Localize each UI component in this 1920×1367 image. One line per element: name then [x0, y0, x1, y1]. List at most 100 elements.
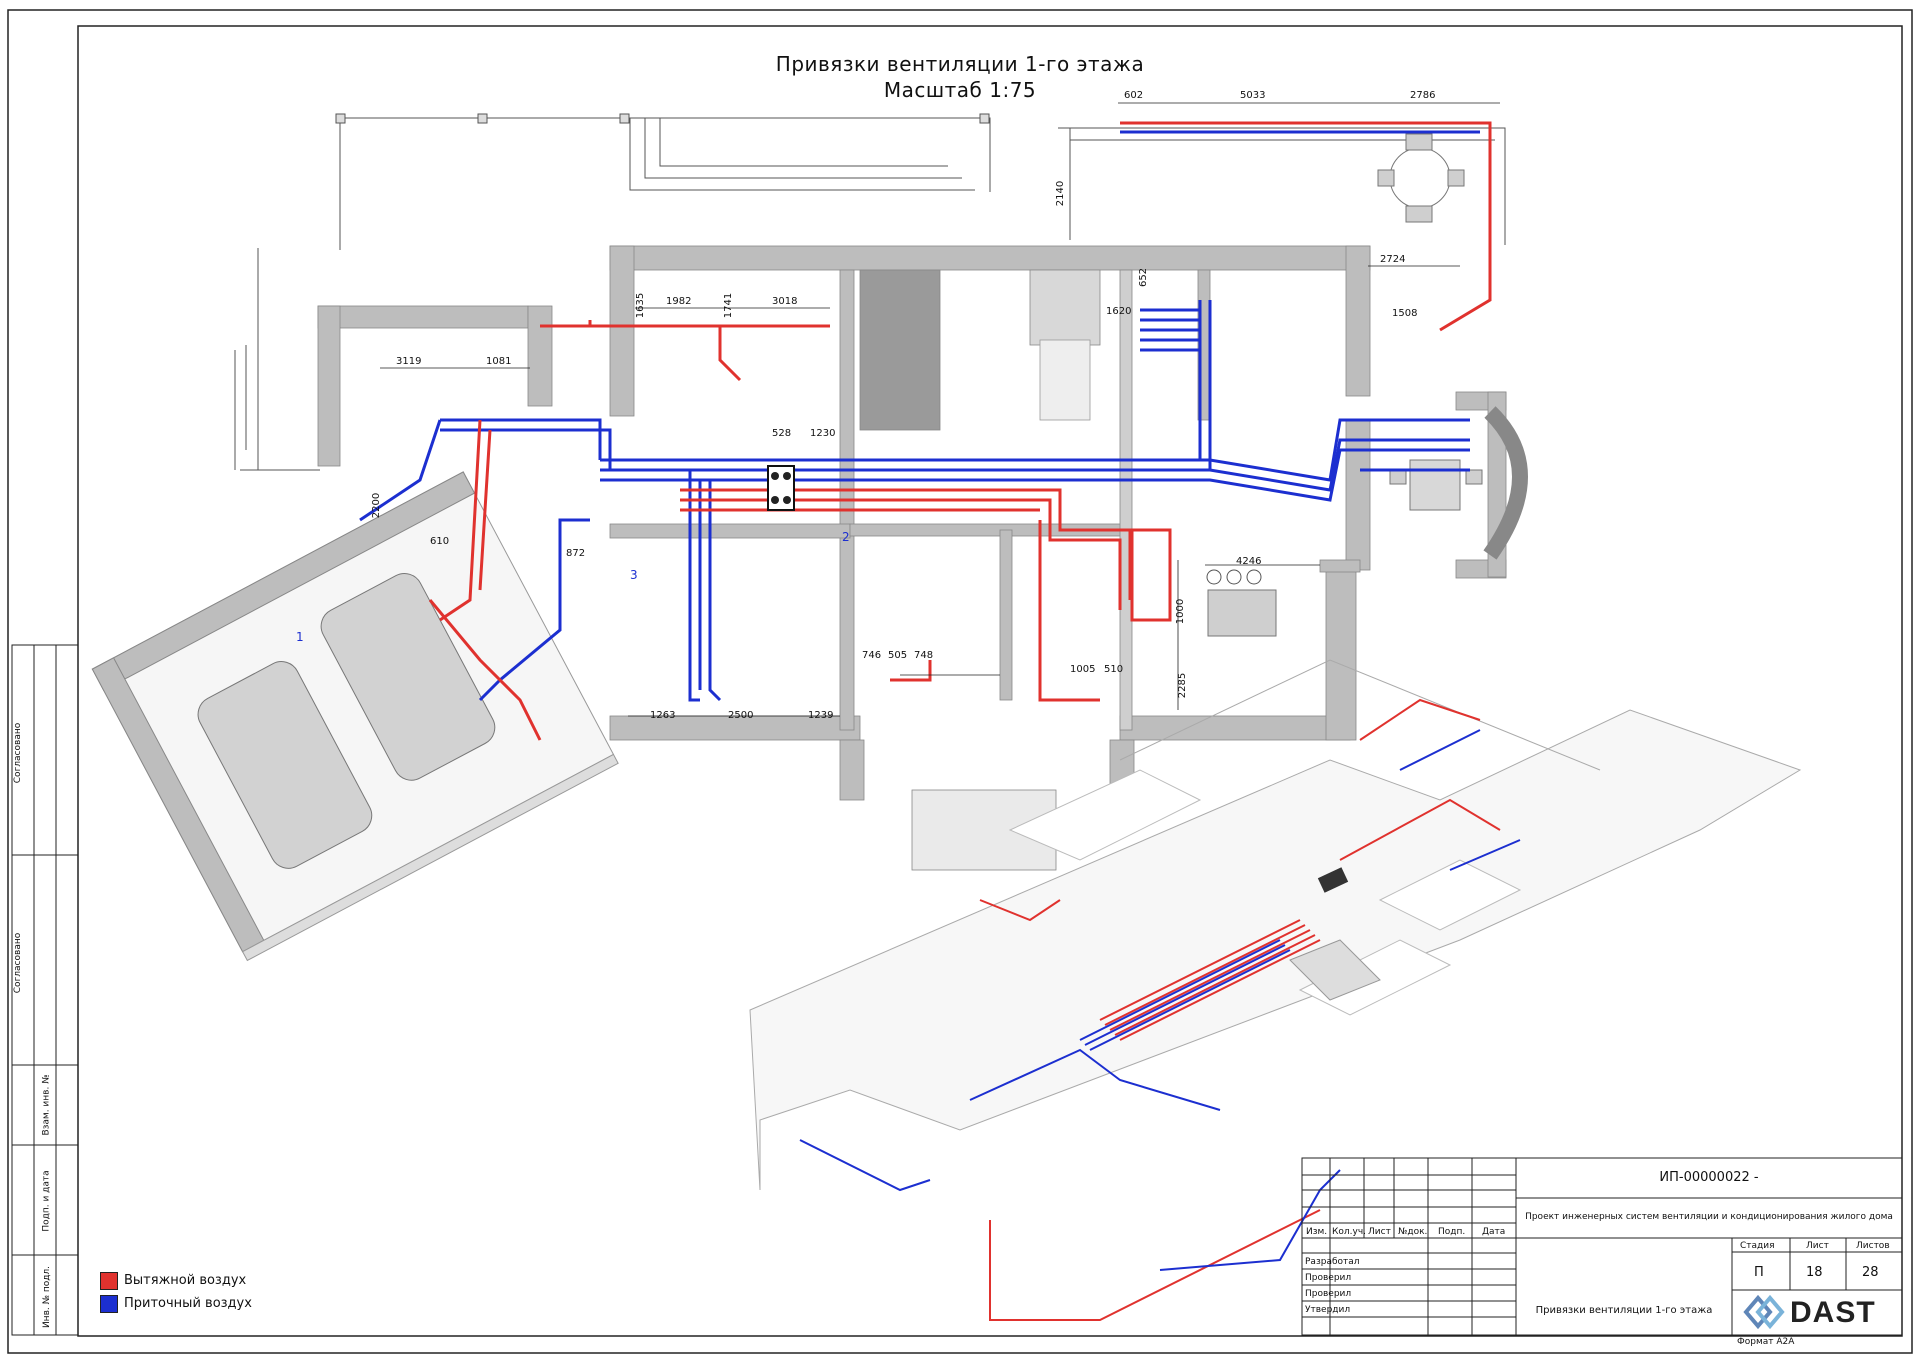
car [197, 661, 373, 869]
dim-label: 4246 [1236, 556, 1262, 567]
exhaust-kitchen [1038, 520, 1100, 702]
wall [1119, 269, 1133, 731]
tb-header-izm: Изм. [1306, 1227, 1328, 1237]
iso-exhaust [1099, 919, 1321, 1041]
tb-header-list: Лист [1368, 1227, 1391, 1237]
dim-label: 746 [862, 650, 882, 661]
project-name: Проект инженерных систем вентиляции и ко… [1525, 1212, 1893, 1222]
dim-label: 1982 [666, 296, 692, 307]
dim-label: 652 [1138, 267, 1150, 288]
iso-room [1378, 859, 1522, 931]
wall [609, 523, 851, 539]
ventilation-unit [767, 465, 795, 511]
dast-logo-icon [1743, 1294, 1785, 1330]
stair-block [1029, 269, 1101, 346]
iso-exhaust-long [989, 1209, 1321, 1321]
porch-outline [234, 248, 320, 471]
exhaust-red-box [1130, 528, 1172, 622]
doc-code: ИП-00000022 - [1659, 1170, 1759, 1185]
iso-stairs [1289, 939, 1381, 1001]
supply-main [600, 418, 1470, 482]
dim-label: 1620 [1106, 306, 1132, 317]
axis-mark: 3 [630, 568, 638, 582]
wall [1319, 559, 1361, 573]
tb-role: Разработал [1305, 1257, 1360, 1267]
dim-label: 1635 [635, 292, 647, 319]
supply-ducts [359, 300, 1470, 702]
iso-supply [1079, 939, 1291, 1051]
side-stamp-agreed-2: Согласовано [13, 932, 24, 994]
company-name: DAST [1790, 1296, 1876, 1329]
sheet-border [7, 9, 1913, 1354]
legend-swatch-exhaust [100, 1272, 118, 1290]
wall [317, 305, 341, 467]
tb-sheets-label: Листов [1856, 1241, 1890, 1251]
wall [1119, 715, 1351, 741]
dim-label: 1239 [808, 710, 834, 721]
exhaust-bath [890, 660, 932, 682]
dim-label: 610 [430, 536, 450, 547]
dim-label: 5033 [1240, 90, 1266, 101]
dim-label: 1000 [1175, 598, 1187, 625]
supply-manifold [1140, 308, 1200, 352]
side-stamp-vzam: Взам. инв. № [41, 1074, 52, 1136]
dim-label: 1508 [1392, 308, 1418, 319]
exhaust-main [680, 498, 1122, 610]
supply-branch [440, 428, 612, 470]
tb-header-date: Дата [1482, 1227, 1506, 1237]
wall [1345, 245, 1371, 397]
tb-sheet-label: Лист [1806, 1241, 1829, 1251]
walls [317, 245, 1507, 871]
wall [527, 305, 553, 407]
elevator [1039, 339, 1091, 421]
garage-door [241, 753, 619, 962]
tb-stage: П [1754, 1265, 1764, 1280]
tb-header-kol: Кол.уч. [1332, 1227, 1367, 1237]
supply-left [359, 419, 442, 522]
dim-label: 3119 [396, 356, 422, 367]
iso-exhaust [1339, 798, 1501, 861]
tb-stage-label: Стадия [1740, 1241, 1775, 1251]
dim-label: 510 [1104, 664, 1124, 675]
tb-header-ndok: №док. [1398, 1227, 1428, 1237]
supply-garage [478, 518, 590, 702]
iso-supply [969, 1048, 1221, 1111]
drawing-title: Привязки вентиляции 1-го этажа [775, 52, 1145, 76]
supply-main [600, 448, 1470, 502]
tb-header-podp: Подп. [1438, 1227, 1466, 1237]
title-block [1301, 1157, 1903, 1336]
dim-label: 1005 [1070, 664, 1096, 675]
drawing-scale: Масштаб 1:75 [883, 78, 1037, 102]
tb-role: Утвердил [1305, 1305, 1351, 1315]
stove [1246, 569, 1262, 585]
iso-supply-long [1159, 1169, 1341, 1271]
side-stamp [11, 644, 79, 1336]
dim-label: 2200 [371, 492, 383, 519]
kitchen-island [1207, 589, 1277, 637]
wall [609, 245, 635, 417]
garage [91, 471, 619, 962]
dim-label: 1230 [810, 428, 836, 439]
exhaust-top [540, 320, 830, 382]
car [320, 573, 496, 781]
supply-branch [440, 418, 602, 460]
wall [1325, 565, 1357, 741]
wall [839, 739, 865, 801]
dim-label: 2500 [728, 710, 754, 721]
terrace-outline [339, 117, 991, 250]
wall [609, 715, 861, 741]
legend-label-exhaust: Вытяжной воздух [124, 1273, 247, 1288]
dim-label: 2285 [1177, 672, 1189, 699]
sheet-title: Привязки вентиляции 1-го этажа [1535, 1305, 1713, 1316]
iso-outline [1119, 659, 1601, 771]
dining-table-2 [1389, 459, 1483, 511]
exhaust-top-right [1120, 121, 1492, 332]
dim-label: 602 [1124, 90, 1144, 101]
dim-label: 528 [772, 428, 792, 439]
iso-unit [1317, 867, 1349, 893]
axis-mark: 2 [842, 530, 850, 544]
dim-label: 2140 [1055, 180, 1067, 207]
terrace-post [335, 113, 346, 124]
iso-supply [799, 1139, 931, 1192]
